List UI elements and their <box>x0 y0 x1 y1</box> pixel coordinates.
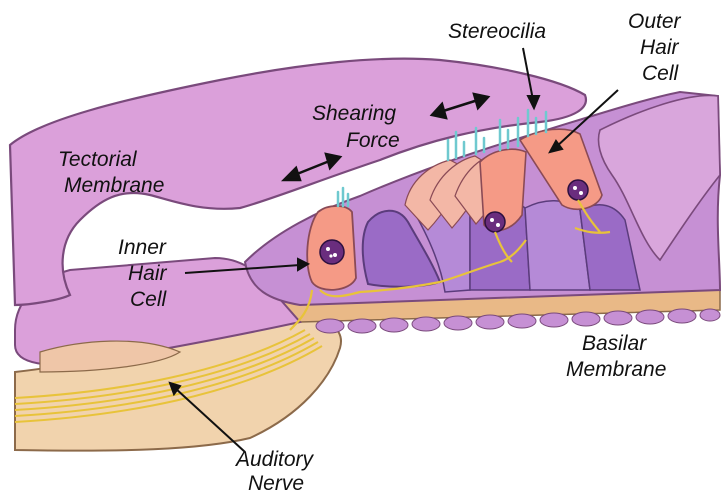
inner-hair-cell-label-line3: Cell <box>130 288 168 311</box>
auditory-nerve-label-line1: Auditory <box>234 448 315 471</box>
outer-hair-cell-label-line3: Cell <box>642 62 680 85</box>
inner-hair-cell-label-line2: Hair <box>128 262 168 285</box>
inner-hair-cell-nucleus <box>320 240 344 264</box>
tectorial-membrane-label-line2: Membrane <box>64 174 164 197</box>
auditory-nerve-label-line2: Nerve <box>248 472 304 495</box>
basilar-membrane-label-line2: Membrane <box>566 358 666 381</box>
inner-hair-cell-label-line1: Inner <box>118 236 167 259</box>
stereocilia-label: Stereocilia <box>448 20 546 43</box>
shearing-force-label-line1: Shearing <box>312 102 396 125</box>
outer-hair-cell-label-line1: Outer <box>628 10 682 33</box>
outer-hair-cell-label-line2: Hair <box>640 36 680 59</box>
basilar-membrane-label-line1: Basilar <box>582 332 647 355</box>
tectorial-membrane-label-line1: Tectorial <box>58 148 138 171</box>
shearing-force-label-line2: Force <box>346 129 400 152</box>
